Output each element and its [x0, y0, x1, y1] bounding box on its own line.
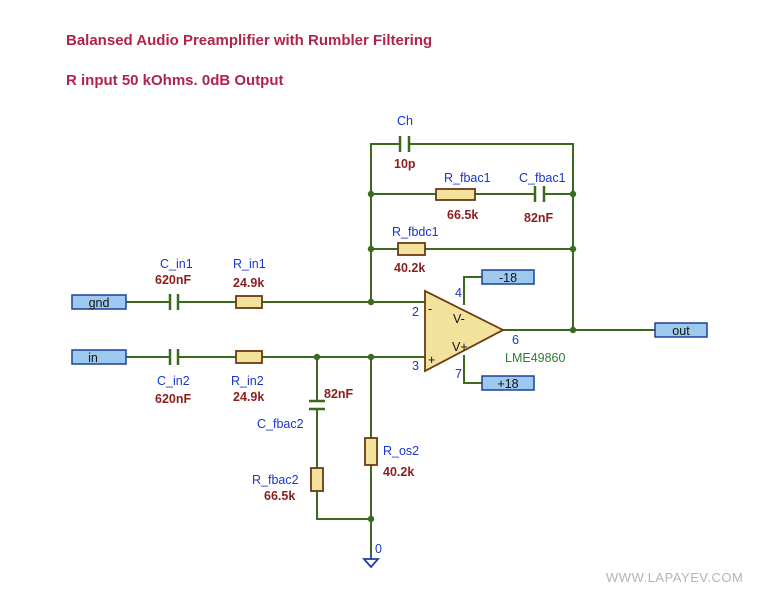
pin-4: 4	[455, 286, 462, 300]
ground-node-label: 0	[375, 542, 382, 556]
label-r-in2-value: 24.9k	[233, 390, 264, 404]
resistor-r-in1	[235, 295, 263, 309]
pin-2: 2	[412, 305, 419, 319]
resistor-r-fbac1	[435, 188, 476, 201]
label-r-fbac1-name: R_fbac1	[444, 171, 491, 185]
port-gnd: gnd	[71, 294, 127, 310]
label-ch-name: Ch	[397, 114, 413, 128]
pin-3: 3	[412, 359, 419, 373]
port-out-label: out	[672, 324, 690, 338]
label-c-in2-name: C_in2	[157, 374, 190, 388]
wires	[126, 143, 655, 554]
opamp-vminus-label: V-	[453, 312, 465, 326]
capacitor-c-in1	[168, 294, 180, 310]
port-in-label: in	[88, 351, 98, 365]
port-pos-supply-label: +18	[497, 377, 518, 391]
port-gnd-label: gnd	[89, 296, 110, 310]
opamp-triangle	[424, 289, 505, 373]
label-r-fbdc1-value: 40.2k	[394, 261, 425, 275]
resistor-r-os2	[364, 437, 378, 466]
label-r-os2-value: 40.2k	[383, 465, 414, 479]
label-r-in1-name: R_in1	[233, 257, 266, 271]
capacitor-c-fbac1	[533, 186, 546, 202]
resistor-r-fbac2	[310, 467, 324, 492]
label-ch-value: 10p	[394, 157, 416, 171]
port-pos-supply: +18	[481, 375, 535, 391]
port-neg-supply: -18	[481, 269, 535, 285]
port-neg-supply-label: -18	[499, 271, 517, 285]
label-r-fbac2-value: 66.5k	[264, 489, 295, 503]
pin-6: 6	[512, 333, 519, 347]
opamp-vplus-label: V+	[452, 340, 468, 354]
label-c-in2-value: 620nF	[155, 392, 191, 406]
port-out: out	[654, 322, 708, 338]
capacitor-ch	[398, 136, 411, 152]
label-c-fbac2-name: C_fbac2	[257, 417, 304, 431]
opamp-plus-sign: +	[428, 353, 435, 367]
junction-dots	[313, 190, 577, 523]
resistor-r-fbdc1	[397, 242, 426, 256]
label-c-fbac1-value: 82nF	[524, 211, 554, 225]
capacitor-c-fbac2	[309, 399, 325, 411]
port-in: in	[71, 349, 127, 365]
opamp-minus-sign: -	[428, 302, 432, 316]
opamp-part-number: LME49860	[505, 351, 566, 365]
label-c-fbac1-name: C_fbac1	[519, 171, 566, 185]
label-r-fbdc1-name: R_fbdc1	[392, 225, 439, 239]
label-c-in1-value: 620nF	[155, 273, 191, 287]
capacitor-c-in2	[168, 349, 180, 365]
label-r-os2-name: R_os2	[383, 444, 419, 458]
label-c-fbac2-value: 82nF	[324, 387, 354, 401]
label-r-in2-name: R_in2	[231, 374, 264, 388]
watermark: WWW.LAPAYEV.COM	[606, 570, 743, 585]
resistor-r-in2	[235, 350, 263, 364]
title-line-1: Balansed Audio Preamplifier with Rumbler…	[66, 32, 432, 49]
ground-symbol	[362, 554, 380, 569]
label-c-in1-name: C_in1	[160, 257, 193, 271]
pin-7: 7	[455, 367, 462, 381]
label-r-fbac1-value: 66.5k	[447, 208, 478, 222]
label-r-fbac2-name: R_fbac2	[252, 473, 299, 487]
label-r-in1-value: 24.9k	[233, 276, 264, 290]
title-line-2: R input 50 kOhms. 0dB Output	[66, 72, 284, 89]
